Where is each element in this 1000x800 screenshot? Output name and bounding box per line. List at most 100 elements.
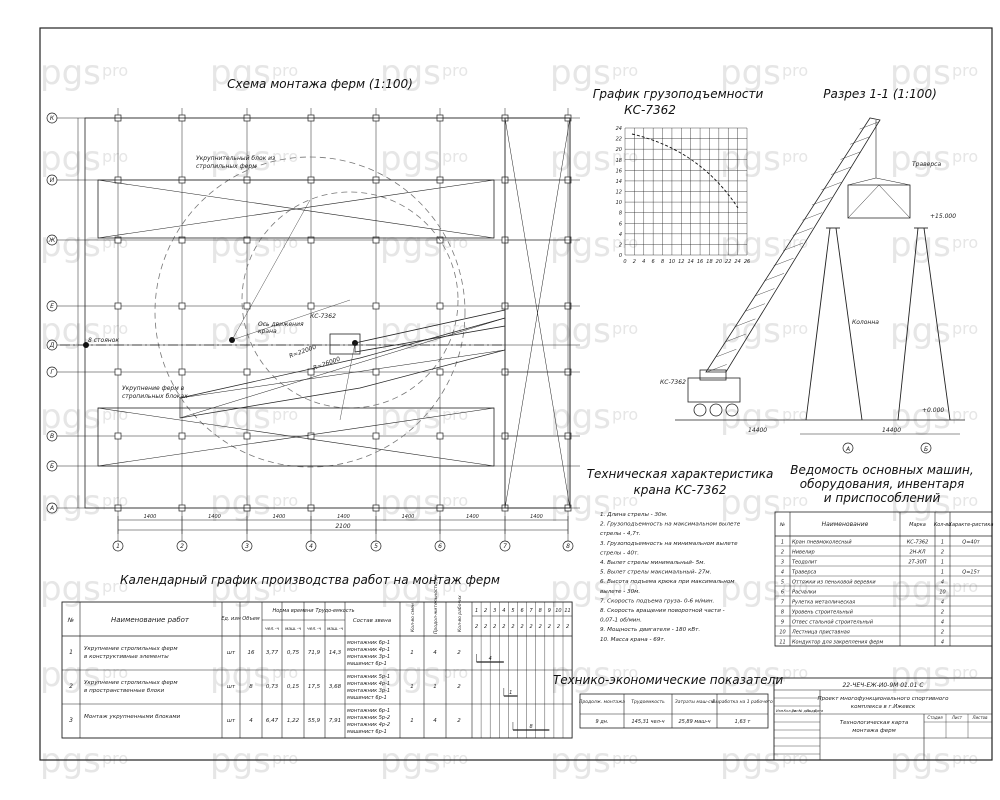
zone-label: стропильных ферм [196,163,257,170]
column-square [436,432,444,440]
watermark-brand: pgs [210,53,271,93]
tep-header: Трудоемкость [631,699,665,705]
stamp-border [773,677,993,761]
machines-cell: Рулетка металлическая [792,600,855,606]
y-tick: 0 [619,253,622,259]
column-square [114,368,122,376]
watermark-sub: pro [442,61,468,80]
assembly-block-bottom [97,407,495,467]
watermark-sub: pro [612,61,638,80]
y-tick: 2 [619,242,622,248]
watermark-sub: pro [782,405,808,424]
machines-cell: 4 [941,580,944,586]
x-tick: 6 [652,259,655,265]
machines-cell: 4 [941,620,944,626]
watermark-brand: pgs [40,139,101,179]
row-axis-label: Г [50,369,54,376]
day-number: 5 [511,608,514,614]
watermark-sub: pro [952,663,978,682]
col-axis-label: 2 [180,543,184,550]
row-crew: монтажник 5р-1 [347,674,390,680]
header-sub: маш.-ч [285,627,301,632]
y-tick: 6 [619,221,622,227]
watermark-brand: pgs [550,741,611,781]
watermark-sub: pro [272,663,298,682]
y-tick: 8 [619,211,622,217]
axis-label: крана [258,328,277,335]
row-l2: 7,91 [329,718,341,724]
watermark-brand: pgs [890,225,951,265]
row-num: 3 [69,717,73,724]
row-axis-marker [46,300,58,312]
lattice-brace [716,349,737,358]
x-tick: 24 [734,259,740,265]
watermark-brand: pgs [550,139,611,179]
column-square [307,302,315,310]
span-dimension: 1400 [273,514,286,520]
watermark-brand: pgs [210,139,271,179]
machines-cell: Расчалки [792,590,817,596]
row-crew: монтажник 3р-1 [347,688,390,694]
x-tick: 20 [716,259,722,265]
y-tick: 14 [616,179,622,185]
machines-header: Марка [909,522,926,528]
watermark-brand: pgs [210,225,271,265]
watermark-sub: pro [102,147,128,166]
watermark-brand: pgs [380,139,441,179]
column-square [307,236,315,244]
watermark-brand: pgs [720,53,781,93]
crane-reach-circle-inner [241,191,459,409]
x-tick: 0 [623,259,626,265]
machines-cell: 1 [941,560,944,566]
machines-cell: Кондуктор для закрепления ферм [792,640,883,646]
machines-title: и приспособлений [824,491,941,505]
machines-cell: Уровень строительный [792,610,854,616]
y-tick: 12 [616,190,622,196]
lattice-brace [735,318,756,327]
watermark-brand: pgs [40,53,101,93]
row-axis-label: Б [50,463,54,470]
row-crew: монтажник 5р-2 [347,715,390,721]
watermark-sub: pro [782,491,808,510]
machines-cell: 1 [941,540,944,546]
spec-item: 2. Грузоподъемность на максимальном выле… [600,522,741,528]
x-tick: 2 [633,259,636,265]
row-workers: 2 [457,684,461,690]
gantt-label: 1 [509,690,512,696]
row-name: в пространственные блоки [84,688,165,694]
machines-cell: 2Н-КЛ [909,550,925,556]
watermark-brand: pgs [550,483,611,523]
machines-cell: Траверса [792,570,816,576]
watermark-sub: pro [782,147,808,166]
y-tick: 20 [616,147,622,153]
row-crew: машинист 6р-1 [347,695,387,701]
col-axis-marker [499,540,511,552]
header-qty: Кол-во смен [410,603,416,632]
watermark-brand: pgs [550,225,611,265]
watermark-brand: pgs [210,655,271,695]
header-labor: Трудо-емкость [315,608,354,614]
spec-item: 3. Грузоподъемность на минимальном вылет… [600,541,738,547]
axis-marker [842,442,854,454]
column-square [307,432,315,440]
column-square [372,368,380,376]
watermark-brand: pgs [890,53,951,93]
watermark-sub: pro [952,233,978,252]
row-axis-marker [46,112,58,124]
gantt-label: 8 [530,724,533,730]
watermark-sub: pro [952,749,978,768]
lattice-brace [764,273,785,282]
machines-cell: 11 [779,640,785,646]
column-square [372,432,380,440]
spec-item: стрелы - 40т. [600,550,639,556]
watermark-brand: pgs [550,311,611,351]
row-axis-label: И [50,177,55,184]
row-axis-marker [46,460,58,472]
row-name: Монтаж укрупненными блоками [84,714,181,720]
day-number: 11 [564,608,570,614]
watermark-sub: pro [612,491,638,510]
axis-label: Б [924,446,928,453]
watermark-brand: pgs [720,311,781,351]
drawing-frame [39,27,993,761]
